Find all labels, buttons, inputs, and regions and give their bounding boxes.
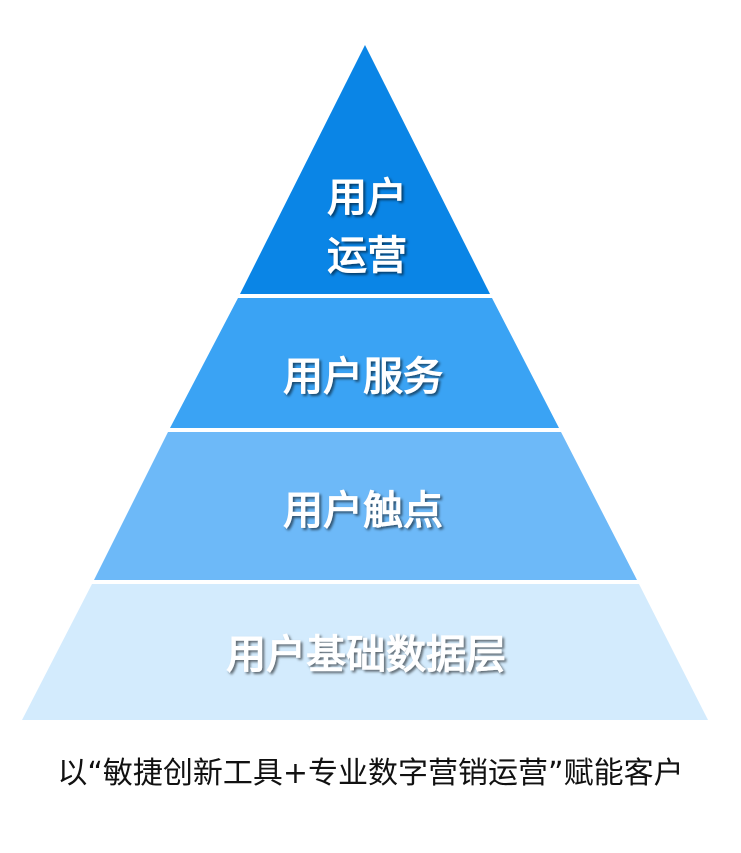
tier-4-shape (22, 584, 708, 720)
tier-2-shape (170, 298, 559, 428)
tier-1-shape (240, 45, 490, 294)
tier-1-label-line1: 用户 (327, 175, 407, 221)
tier-2-label: 用户服务 (283, 354, 443, 400)
tier-3-label: 用户触点 (283, 488, 443, 534)
tier-3-shape (94, 432, 637, 580)
caption: 以“敏捷创新工具+专业数字营销运营”赋能客户 (57, 756, 684, 791)
tier-1-label-line2: 运营 (327, 233, 407, 279)
pyramid-diagram: 用户 运营 用户服务 用户触点 用户基础数据层 (22, 45, 708, 720)
tier-4-label: 用户基础数据层 (226, 632, 506, 678)
